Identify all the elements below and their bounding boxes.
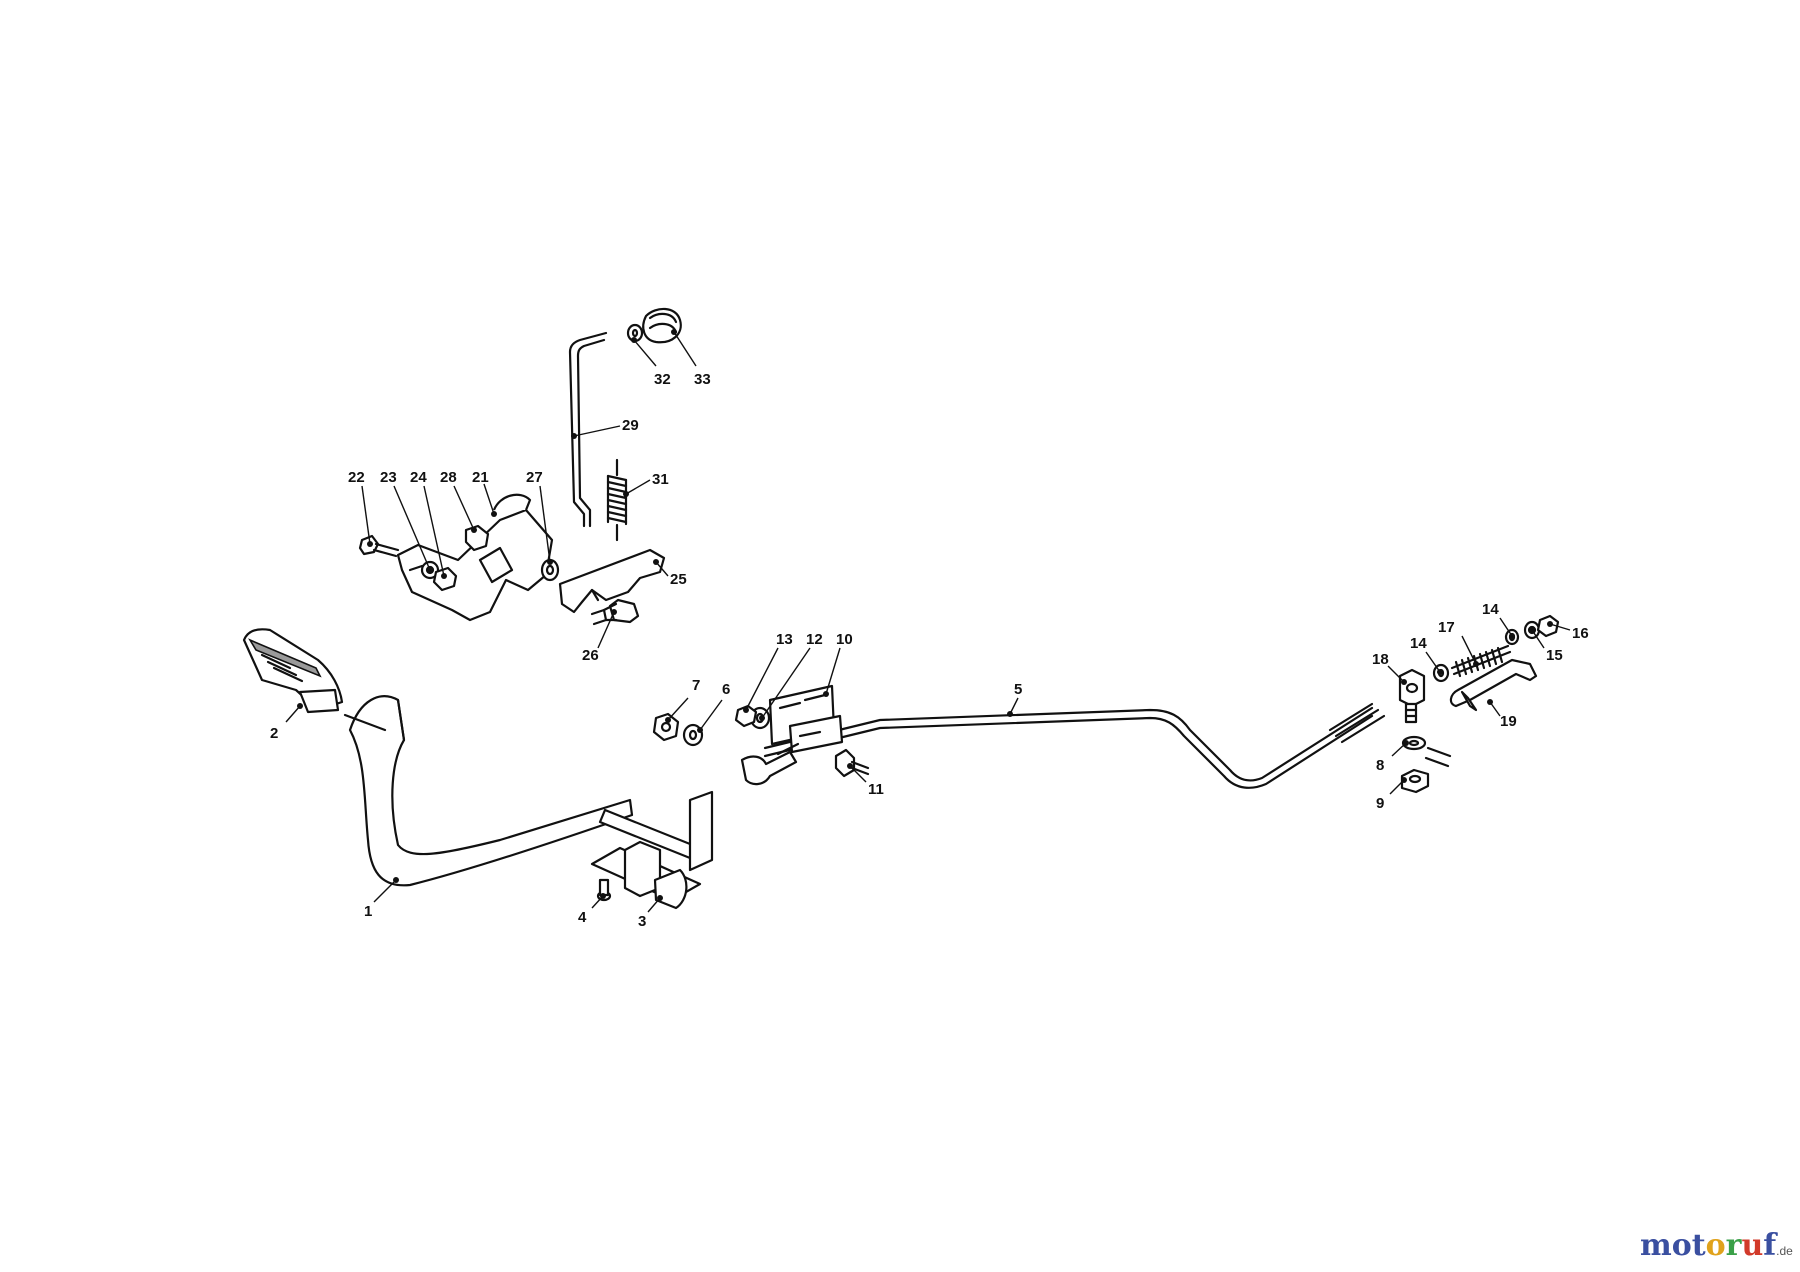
control-rod — [763, 702, 1386, 789]
callout-12: 12 — [806, 631, 823, 648]
callout-18: 18 — [1372, 651, 1389, 668]
watermark-letter: t — [1691, 1228, 1706, 1263]
watermark-suffix: .de — [1776, 1244, 1793, 1258]
callout-21: 21 — [472, 469, 489, 486]
washer-nut-set — [652, 712, 704, 747]
callout-3: 3 — [638, 913, 646, 930]
callout-13: 13 — [776, 631, 793, 648]
rod-connector-plates — [734, 684, 844, 786]
callout-22: 22 — [348, 469, 365, 486]
callout-2: 2 — [270, 725, 278, 742]
pedal-lever — [348, 695, 714, 887]
callout-33: 33 — [694, 371, 711, 388]
callout-7: 7 — [692, 677, 700, 694]
right-nut-washer — [1400, 735, 1452, 794]
callout-29: 29 — [622, 417, 639, 434]
callout-24: 24 — [410, 469, 427, 486]
callout-17: 17 — [1438, 619, 1455, 636]
callout-1: 1 — [364, 903, 372, 920]
callout-26: 26 — [582, 647, 599, 664]
callout-6: 6 — [722, 681, 730, 698]
upper-bracket-assembly — [358, 493, 666, 626]
callout-28: 28 — [440, 469, 457, 486]
callout-5: 5 — [1014, 681, 1022, 698]
watermark-letter: f — [1763, 1228, 1777, 1263]
pivot-bracket — [590, 840, 702, 910]
callout-9: 9 — [1376, 795, 1384, 812]
callout-14-b: 14 — [1482, 601, 1499, 618]
callout-8: 8 — [1376, 757, 1384, 774]
callout-27: 27 — [526, 469, 543, 486]
watermark-letter: u — [1741, 1228, 1764, 1263]
rod-end-knob — [626, 307, 682, 344]
callout-labels: 1 2 3 4 5 6 7 8 9 10 11 12 13 — [270, 329, 1589, 930]
vertical-rod — [568, 331, 608, 528]
bolt-11 — [834, 748, 870, 778]
watermark-letter: m — [1640, 1228, 1672, 1263]
callout-16: 16 — [1572, 625, 1589, 642]
motoruf-watermark: motoruf.de — [1640, 1228, 1793, 1263]
watermark-letter: o — [1671, 1228, 1692, 1263]
callout-10: 10 — [836, 631, 853, 648]
watermark-letter: r — [1725, 1228, 1742, 1263]
tension-spring — [606, 458, 628, 542]
callout-23: 23 — [380, 469, 397, 486]
callout-4: 4 — [578, 909, 587, 926]
callout-32: 32 — [654, 371, 671, 388]
pedal-pad — [242, 628, 387, 732]
callout-19: 19 — [1500, 713, 1517, 730]
callout-14-a: 14 — [1410, 635, 1427, 652]
watermark-letter: o — [1705, 1228, 1726, 1263]
callout-25: 25 — [670, 571, 687, 588]
callout-31: 31 — [652, 471, 669, 488]
callout-11: 11 — [868, 781, 884, 798]
callout-15: 15 — [1546, 647, 1563, 664]
